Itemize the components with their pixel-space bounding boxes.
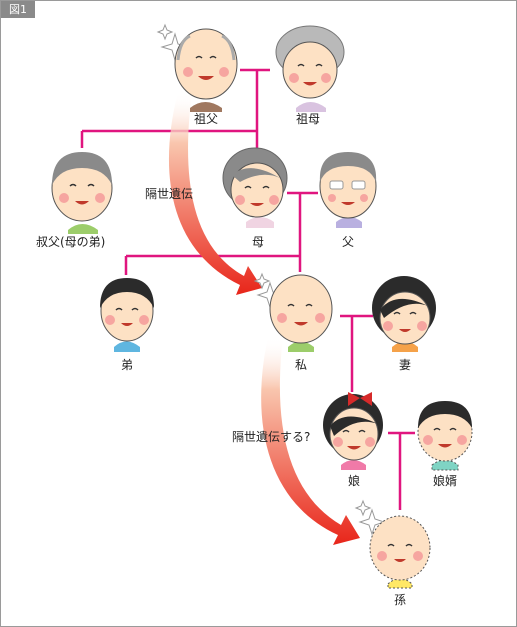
brother-label: 弟 [121,358,133,372]
atavism-arrow-2 [261,337,360,545]
grandparents-children-line [80,129,259,148]
uncle-label: 叔父(母の弟) [36,235,105,249]
grandmother-figure [275,25,345,112]
grandparents-marriage-line [240,68,270,131]
atavism-label: 隔世遺伝 [145,186,193,201]
father-label: 父 [342,235,354,249]
mother-figure [222,147,288,228]
mother-label: 母 [252,235,264,249]
brother-figure [100,278,154,352]
daughter-marriage-line [388,431,415,510]
connection-lines [80,68,415,510]
sparkle-icon [354,499,386,536]
grandfather-figure [174,28,238,112]
me-wife-marriage-line [340,314,373,392]
me-figure [269,274,333,352]
atavism-question-label: 隔世遺伝する? [232,429,310,444]
grandchild-label: 孫 [394,593,406,607]
father-figure [319,152,377,228]
son-in-law-label: 娘婿 [433,473,457,488]
grandfather-label: 祖父 [194,111,218,126]
grandchild-figure [369,515,431,589]
wife-label: 妻 [399,358,411,372]
grandmother-label: 祖母 [296,111,320,126]
atavism-arrow-1 [168,92,262,295]
daughter-label: 娘 [348,473,360,488]
wife-figure [372,276,436,352]
figure-tag: 図1 [1,1,35,18]
daughter-figure [323,392,383,470]
parents-marriage-line [287,191,318,256]
me-label: 私 [295,358,307,372]
son-in-law-figure [417,401,473,471]
uncle-figure [51,152,113,234]
